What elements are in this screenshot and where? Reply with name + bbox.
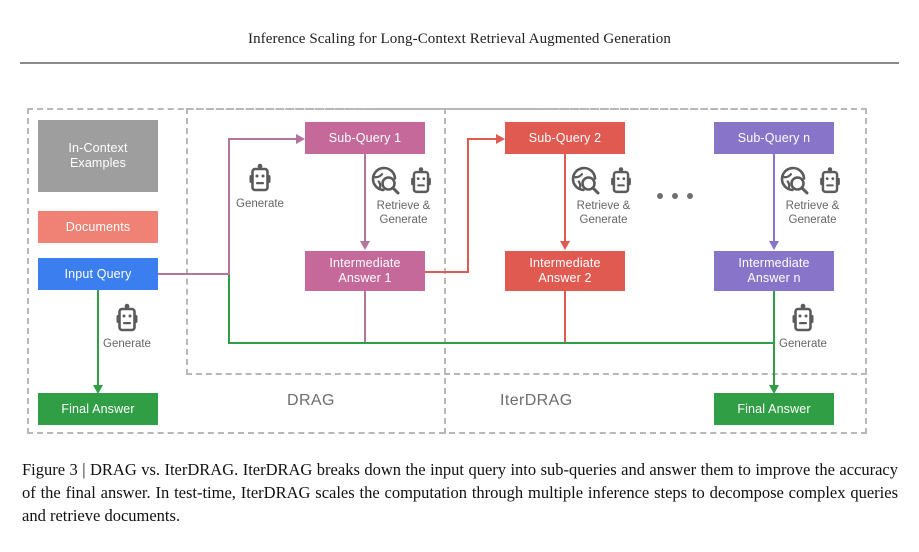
- ellipsis-dots: [657, 193, 693, 199]
- edge-inputquery-to-subquery1-h1: [158, 273, 230, 275]
- retrieve-line1: Retrieve &: [785, 200, 840, 212]
- node-sub-query-n[interactable]: Sub-Query n: [714, 122, 834, 154]
- globe-search-icon: [371, 166, 400, 195]
- node-label: Sub-Query 2: [528, 130, 602, 145]
- ellipsis-dot: [657, 193, 663, 199]
- node-label: Sub-Query 1: [328, 130, 402, 145]
- robot-icon-row: [110, 303, 144, 335]
- node-intermediate-answer-2[interactable]: Intermediate Answer 2: [505, 251, 625, 291]
- robot-icon: [611, 166, 631, 193]
- edge-subquery1-to-answer1: [364, 154, 366, 243]
- node-intermediate-answer-n[interactable]: Intermediate Answer n: [714, 251, 834, 291]
- arrowhead-answer1: [360, 241, 370, 250]
- retrieve-generate-icon-row: [779, 165, 846, 197]
- node-in-context-examples[interactable]: In-Context Examples: [38, 120, 158, 192]
- edge-answer1-to-subquery2-h2: [467, 138, 498, 140]
- node-sub-query-2[interactable]: Sub-Query 2: [505, 122, 625, 154]
- retrieve-generate-icon-row: [370, 165, 437, 197]
- node-label: Final Answer: [61, 401, 135, 416]
- retrieve-line2: Generate: [579, 214, 628, 226]
- icon-retrieve-generate-2: Retrieve & Generate: [570, 165, 637, 227]
- globe-search-icon: [571, 166, 600, 195]
- arrowhead-answer2: [560, 241, 570, 250]
- panel-label-drag: DRAG: [287, 392, 335, 409]
- node-final-answer-iterdrag[interactable]: Final Answer: [714, 393, 834, 425]
- node-label: Documents: [65, 219, 131, 234]
- robot-icon-row: [243, 163, 277, 195]
- running-title: Inference Scaling for Long-Context Retri…: [247, 31, 672, 47]
- edge-label-retrieve-generate: Retrieve & Generate: [577, 199, 631, 227]
- ellipsis-dot: [687, 193, 693, 199]
- node-label: Intermediate Answer 2: [529, 256, 601, 285]
- retrieve-line1: Retrieve &: [576, 200, 631, 212]
- edge-answern-to-finalanswer: [773, 291, 775, 387]
- edge-green-bus: [228, 342, 775, 344]
- retrieve-generate-icon-row: [570, 165, 637, 197]
- robot-icon: [249, 163, 271, 192]
- figure-caption: Figure 3 | DRAG vs. IterDRAG. IterDRAG b…: [22, 460, 898, 525]
- node-sub-query-1[interactable]: Sub-Query 1: [305, 122, 425, 154]
- edge-label-generate: Generate: [103, 338, 151, 350]
- drag-panel-frame: [186, 108, 867, 375]
- edge-answer1-tail: [364, 291, 366, 343]
- robot-icon: [820, 166, 840, 193]
- node-label: Intermediate Answer 1: [329, 256, 401, 285]
- node-final-answer-drag[interactable]: Final Answer: [38, 393, 158, 425]
- figure-canvas: DRAG IterDRAG In-Context Examples Docume…: [0, 95, 919, 450]
- icon-retrieve-generate-1: Retrieve & Generate: [370, 165, 437, 227]
- icon-generate-iter-final: Generate: [779, 303, 827, 351]
- retrieve-line1: Retrieve &: [376, 200, 431, 212]
- panel-label-iterdrag: IterDRAG: [500, 392, 573, 409]
- edge-label-generate: Generate: [779, 338, 827, 350]
- arrowhead-finalanswer-iter: [769, 385, 779, 394]
- edge-inputquery-to-subquery1-h2: [228, 138, 298, 140]
- edge-label-retrieve-generate: Retrieve & Generate: [786, 199, 840, 227]
- retrieve-line2: Generate: [788, 214, 837, 226]
- arrowhead-subquery2: [496, 134, 505, 144]
- node-label: In-Context Examples: [68, 141, 128, 170]
- node-input-query[interactable]: Input Query: [38, 258, 158, 290]
- node-label: Final Answer: [737, 401, 811, 416]
- ellipsis-dot: [672, 193, 678, 199]
- robot-icon-row: [786, 303, 820, 335]
- edge-answer2-tail: [564, 291, 566, 343]
- edge-subquery2-to-answer2: [564, 154, 566, 243]
- edge-label-retrieve-generate: Retrieve & Generate: [377, 199, 431, 227]
- page-running-head: Inference Scaling for Long-Context Retri…: [0, 30, 919, 64]
- node-intermediate-answer-1[interactable]: Intermediate Answer 1: [305, 251, 425, 291]
- edge-green-riser-left: [228, 275, 230, 343]
- edge-label-generate: Generate: [236, 198, 284, 210]
- edge-inputquery-to-finalanswer: [97, 290, 99, 387]
- node-label: Sub-Query n: [737, 130, 811, 145]
- robot-icon: [411, 166, 431, 193]
- robot-icon: [116, 303, 138, 332]
- retrieve-line2: Generate: [379, 214, 428, 226]
- icon-retrieve-generate-n: Retrieve & Generate: [779, 165, 846, 227]
- edge-answer1-to-subquery2-v: [467, 138, 469, 273]
- icon-generate-iter-first: Generate: [236, 163, 284, 211]
- node-label: Input Query: [64, 266, 132, 281]
- edge-subqueryn-to-answern: [773, 154, 775, 243]
- header-rule: [20, 62, 899, 64]
- robot-icon: [792, 303, 814, 332]
- icon-generate-drag: Generate: [103, 303, 151, 351]
- node-documents[interactable]: Documents: [38, 211, 158, 243]
- arrowhead-subquery1: [296, 134, 305, 144]
- edge-inputquery-to-subquery1-v: [228, 138, 230, 275]
- node-label: Intermediate Answer n: [738, 256, 810, 285]
- arrowhead-answern: [769, 241, 779, 250]
- arrowhead-finalanswer-drag: [93, 385, 103, 394]
- globe-search-icon: [780, 166, 809, 195]
- edge-answer1-to-subquery2-h1: [425, 271, 469, 273]
